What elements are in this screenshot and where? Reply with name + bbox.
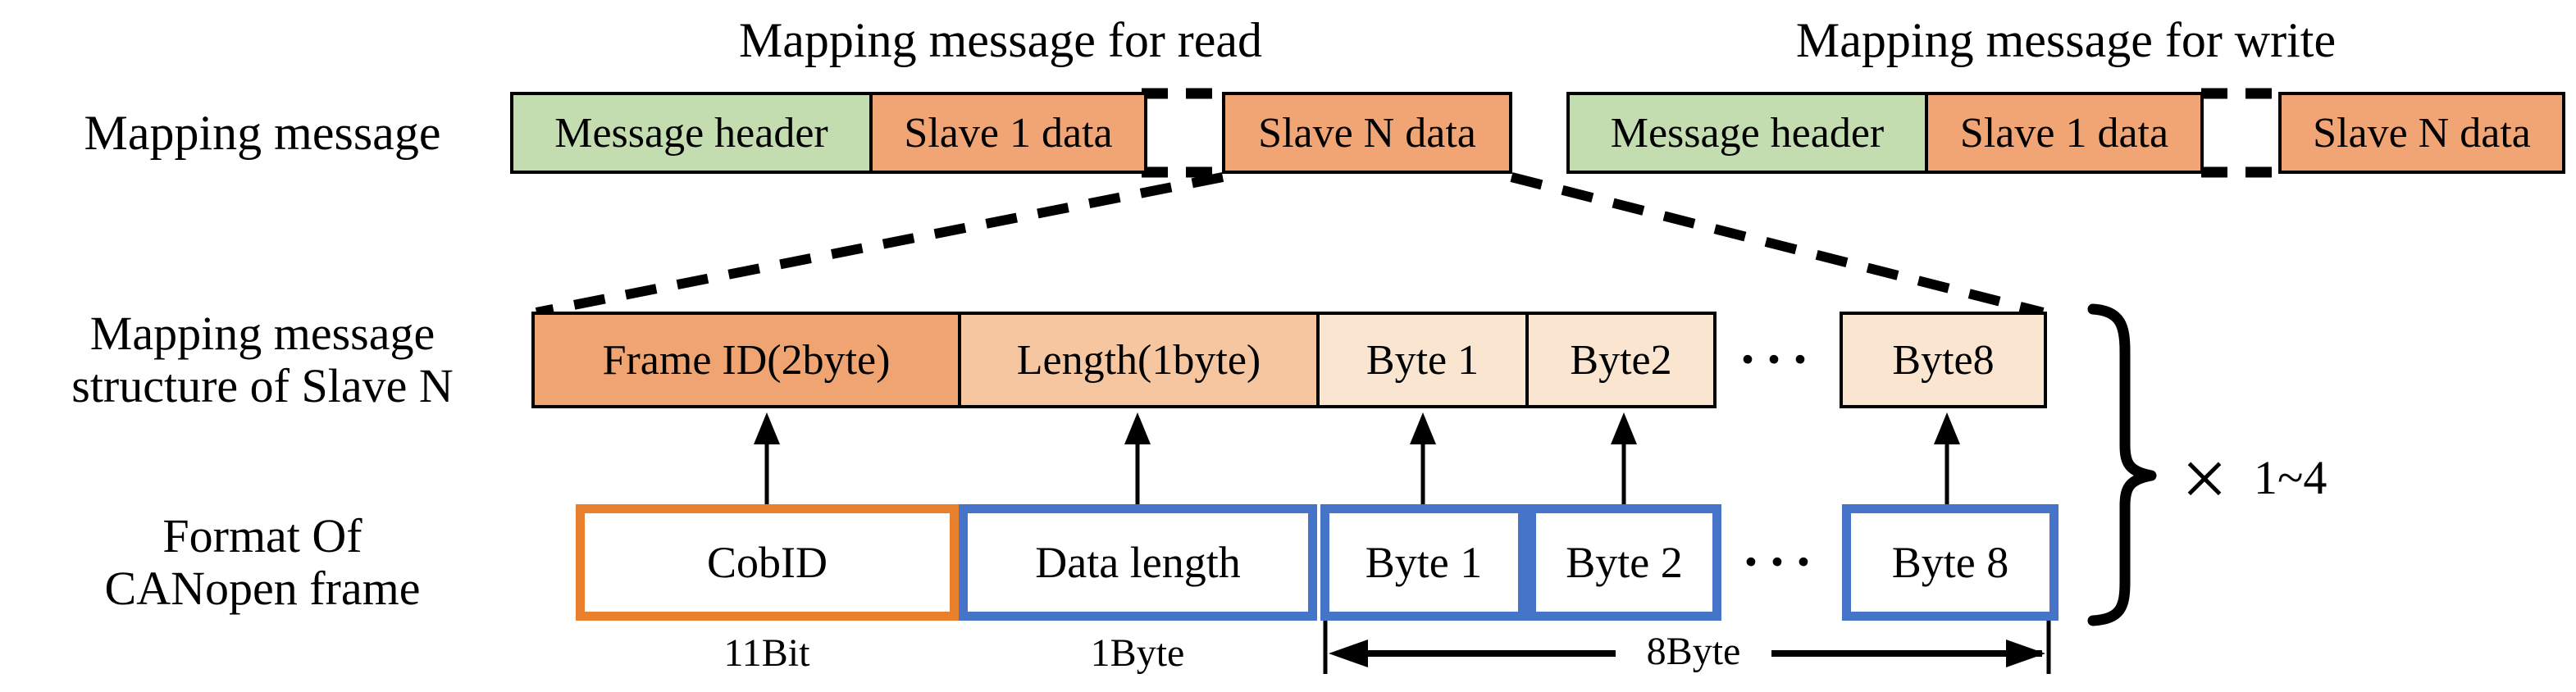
box-write-slaveN-data: Slave N data (2278, 92, 2565, 174)
map-arrow-data-length (1124, 412, 1151, 505)
label-structure-of-slave-n: Mapping message structure of Slave N (16, 307, 508, 412)
label-structure-line2: structure of Slave N (71, 359, 454, 412)
multiplier-range: 1~4 (2254, 451, 2328, 504)
box-write-message-header: Message header (1566, 92, 1928, 174)
box-read-message-header: Message header (510, 92, 873, 174)
structure-ellipsis: ··· (1738, 330, 1818, 389)
map-arrow-cobid (754, 412, 780, 505)
zoom-leader-left (535, 172, 1224, 317)
annotation-8byte: 8Byte (1616, 628, 1771, 676)
annotation-1byte: 1Byte (1090, 631, 1185, 675)
label-structure-line1: Mapping message (89, 307, 435, 360)
box-length: Length(1byte) (958, 312, 1320, 408)
box-structure-byte2: Byte2 (1525, 312, 1717, 408)
box-frame-byte2: Byte 2 (1527, 504, 1721, 621)
box-frame-byte8: Byte 8 (1842, 504, 2059, 621)
map-arrow-byte2 (1611, 412, 1637, 505)
multiply-sign: × (2181, 433, 2228, 524)
title-mapping-read: Mapping message for read (738, 13, 1263, 67)
repeat-brace (2087, 303, 2157, 626)
zoom-leader-right (1510, 172, 2045, 317)
title-mapping-write: Mapping message for write (1795, 13, 2337, 67)
box-structure-byte8: Byte8 (1840, 312, 2047, 408)
label-canopen-format: Format Of CANopen frame (16, 510, 508, 615)
box-read-slaveN-data: Slave N data (1222, 92, 1512, 174)
box-structure-byte1: Byte 1 (1316, 312, 1529, 408)
box-data-length: Data length (959, 504, 1317, 621)
label-mapping-message: Mapping message (84, 106, 441, 160)
map-arrow-byte8 (1934, 412, 1960, 505)
box-frame-byte1: Byte 1 (1320, 504, 1527, 621)
frame-ellipsis: ··· (1741, 532, 1821, 592)
label-canopen-line1: Format Of (162, 509, 362, 562)
map-arrow-byte1 (1410, 412, 1436, 505)
box-read-slave1-data: Slave 1 data (869, 92, 1147, 174)
annotation-11bit: 11Bit (723, 631, 810, 675)
box-cobid: CobID (576, 504, 959, 621)
box-write-slave1-data: Slave 1 data (1925, 92, 2204, 174)
box-frame-id: Frame ID(2byte) (531, 312, 961, 408)
label-canopen-line2: CANopen frame (104, 562, 421, 615)
